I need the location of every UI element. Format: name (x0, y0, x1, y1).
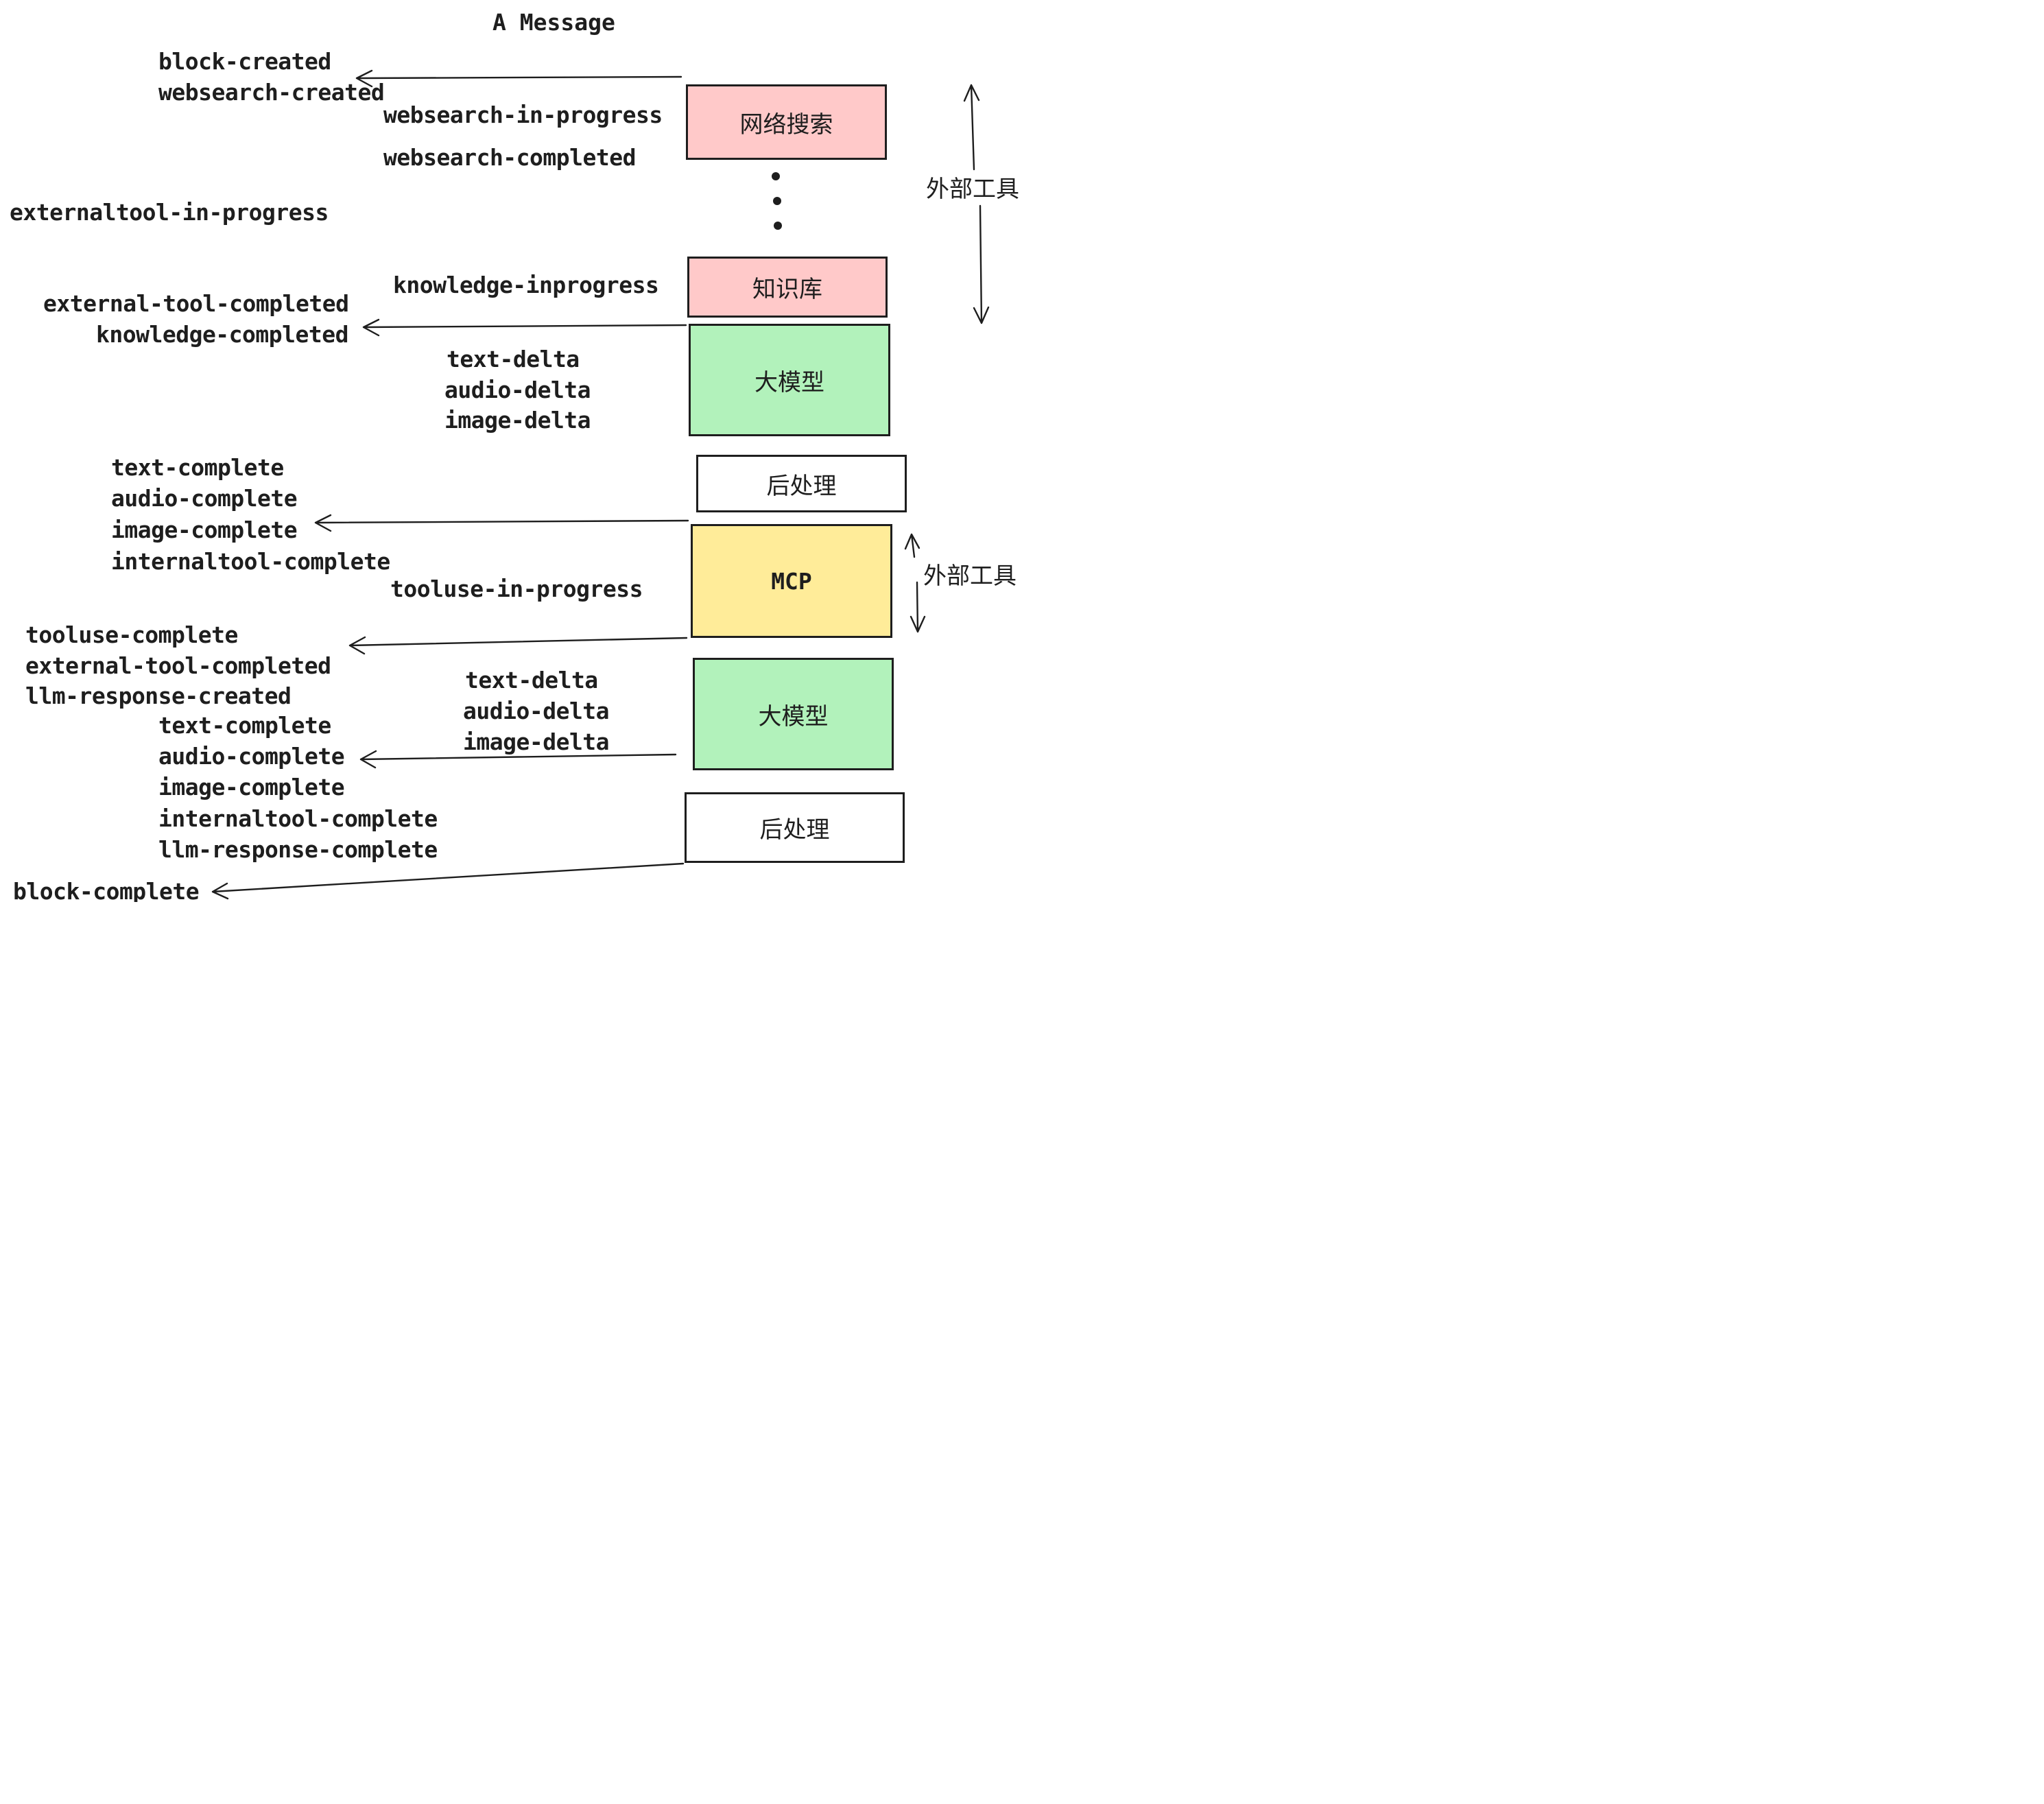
event-label-llm-response-complete: llm-response-complete (158, 836, 438, 863)
external-tools-arrow-up-1 (963, 84, 980, 171)
event-label-tooluse-complete: tooluse-complete (25, 621, 238, 648)
event-label-llm-response-created: llm-response-created (25, 683, 292, 709)
event-label-text-delta-1: text-delta (447, 346, 580, 372)
arrow-to-websearch-created (355, 69, 682, 88)
box-web-search: 网络搜索 (686, 84, 887, 160)
event-label-websearch-in-progress: websearch-in-progress (383, 102, 663, 128)
box-llm-2-label: 大模型 (758, 702, 829, 731)
message-flow-diagram: A Message 网络搜索 知识库 大模型 后处理 MCP 大模型 后处理 外… (0, 0, 1022, 902)
box-mcp-label: MCP (771, 567, 812, 595)
vertical-ellipsis-icon (772, 172, 782, 230)
event-label-image-complete-2: image-complete (158, 774, 345, 800)
event-label-block-created: block-created (158, 48, 331, 75)
box-web-search-label: 网络搜索 (739, 110, 833, 139)
box-knowledge-base-label: 知识库 (752, 276, 822, 303)
event-label-image-complete-1: image-complete (111, 517, 298, 543)
event-label-websearch-created: websearch-created (158, 79, 385, 106)
event-label-audio-delta-1: audio-delta (444, 377, 591, 403)
box-knowledge-base: 知识库 (687, 257, 888, 318)
event-label-external-tool-completed-2: external-tool-completed (25, 652, 331, 679)
box-post-process-2-label: 后处理 (759, 816, 830, 844)
event-label-image-delta-2: image-delta (463, 728, 610, 755)
event-label-websearch-completed: websearch-completed (383, 144, 637, 171)
external-tools-label-2: 外部工具 (923, 562, 1017, 590)
event-label-block-complete: block-complete (13, 878, 200, 902)
event-label-image-delta-1: image-delta (444, 407, 591, 434)
box-post-process-2: 后处理 (685, 792, 905, 863)
diagram-title: A Message (492, 9, 615, 36)
arrow-to-external-tool-completed (348, 636, 688, 655)
arrow-to-block-complete (211, 862, 685, 900)
external-tools-arrow-down-1 (973, 204, 990, 324)
event-label-text-delta-2: text-delta (465, 667, 598, 693)
event-label-external-tool-completed-1: external-tool-completed (43, 290, 349, 317)
event-label-externaltool-in-progress: externaltool-in-progress (10, 199, 329, 226)
event-label-knowledge-inprogress: knowledge-inprogress (393, 272, 659, 298)
event-label-internaltool-complete-1: internaltool-complete (111, 548, 390, 575)
event-label-internaltool-complete-2: internaltool-complete (158, 805, 438, 832)
external-tools-arrow-down-2 (910, 581, 926, 633)
event-label-knowledge-completed: knowledge-completed (96, 321, 349, 348)
box-llm-2: 大模型 (693, 658, 894, 770)
external-tools-arrow-up-2 (904, 533, 920, 558)
box-post-process-1-label: 后处理 (766, 472, 837, 500)
event-label-text-complete-2: text-complete (158, 712, 331, 739)
box-post-process-1: 后处理 (696, 455, 907, 512)
box-llm-1-label: 大模型 (754, 368, 824, 396)
event-label-audio-complete-1: audio-complete (111, 485, 298, 512)
event-label-audio-complete-2: audio-complete (158, 743, 345, 770)
box-llm-1: 大模型 (689, 324, 890, 436)
event-label-audio-delta-2: audio-delta (463, 698, 610, 724)
external-tools-label-1: 外部工具 (926, 176, 1019, 203)
arrow-to-image-complete (314, 514, 689, 532)
box-mcp: MCP (691, 524, 892, 638)
event-label-text-complete-1: text-complete (111, 454, 284, 481)
event-label-tooluse-in-progress: tooluse-in-progress (390, 575, 643, 602)
arrow-to-knowledge-completed (362, 318, 687, 337)
